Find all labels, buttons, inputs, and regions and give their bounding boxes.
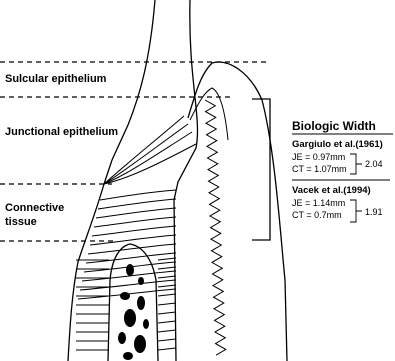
ref1-sum: 2.04 <box>365 159 383 169</box>
pdl-fiber <box>158 276 176 278</box>
panel-title: Biologic Width <box>292 119 376 133</box>
connective-fiber <box>86 253 176 263</box>
pdl-fiber <box>158 294 176 296</box>
pdl-fiber <box>158 312 176 314</box>
connective-fiber <box>100 190 176 200</box>
connective-fiber <box>96 208 176 218</box>
ref2-brace <box>350 200 362 222</box>
pdl-fiber <box>158 303 176 305</box>
bone-marrow-spaces <box>118 264 149 360</box>
ref2-ct: CT = 0.7mm <box>292 210 342 220</box>
ref2-author: Vacek et al.(1994) <box>292 185 371 196</box>
ref2-je: JE = 1.14mm <box>292 198 345 208</box>
ref2-sum: 1.91 <box>365 207 383 217</box>
label-sulcular-epithelium: Sulcular epithelium <box>5 73 107 85</box>
pdl-fiber <box>158 258 176 260</box>
connective-fiber <box>88 244 176 254</box>
free-gingiva-contour <box>188 62 287 361</box>
tooth-crown-line <box>104 0 155 184</box>
ref1-author: Gargiulo et al.(1961) <box>292 139 383 150</box>
connective-fiber <box>80 280 176 290</box>
alveolar-bone-crest <box>108 244 158 361</box>
pdl-fiber <box>158 339 176 341</box>
label-junctional-epithelium: Junctional epithelium <box>5 126 118 138</box>
connective-fiber <box>94 217 176 227</box>
pdl-fiber <box>158 285 176 287</box>
gingiva-outer-surface <box>68 184 104 361</box>
label-connective: Connective <box>5 202 64 214</box>
biologic-width-bracket <box>252 99 270 240</box>
ref1-je: JE = 0.97mm <box>292 152 345 162</box>
pdl-fiber <box>158 330 176 332</box>
ref1-brace <box>350 154 362 174</box>
pdl-fiber <box>158 321 176 323</box>
rete-ridges <box>205 100 226 355</box>
label-tissue: tissue <box>5 216 37 228</box>
pdl-fiber <box>158 348 176 350</box>
ref1-ct: CT = 1.07mm <box>292 164 347 174</box>
connective-fiber <box>92 226 176 236</box>
connective-fiber <box>90 235 176 245</box>
tooth-outer-contour <box>174 0 198 361</box>
pdl-fiber <box>158 267 176 269</box>
connective-fiber <box>98 199 176 209</box>
